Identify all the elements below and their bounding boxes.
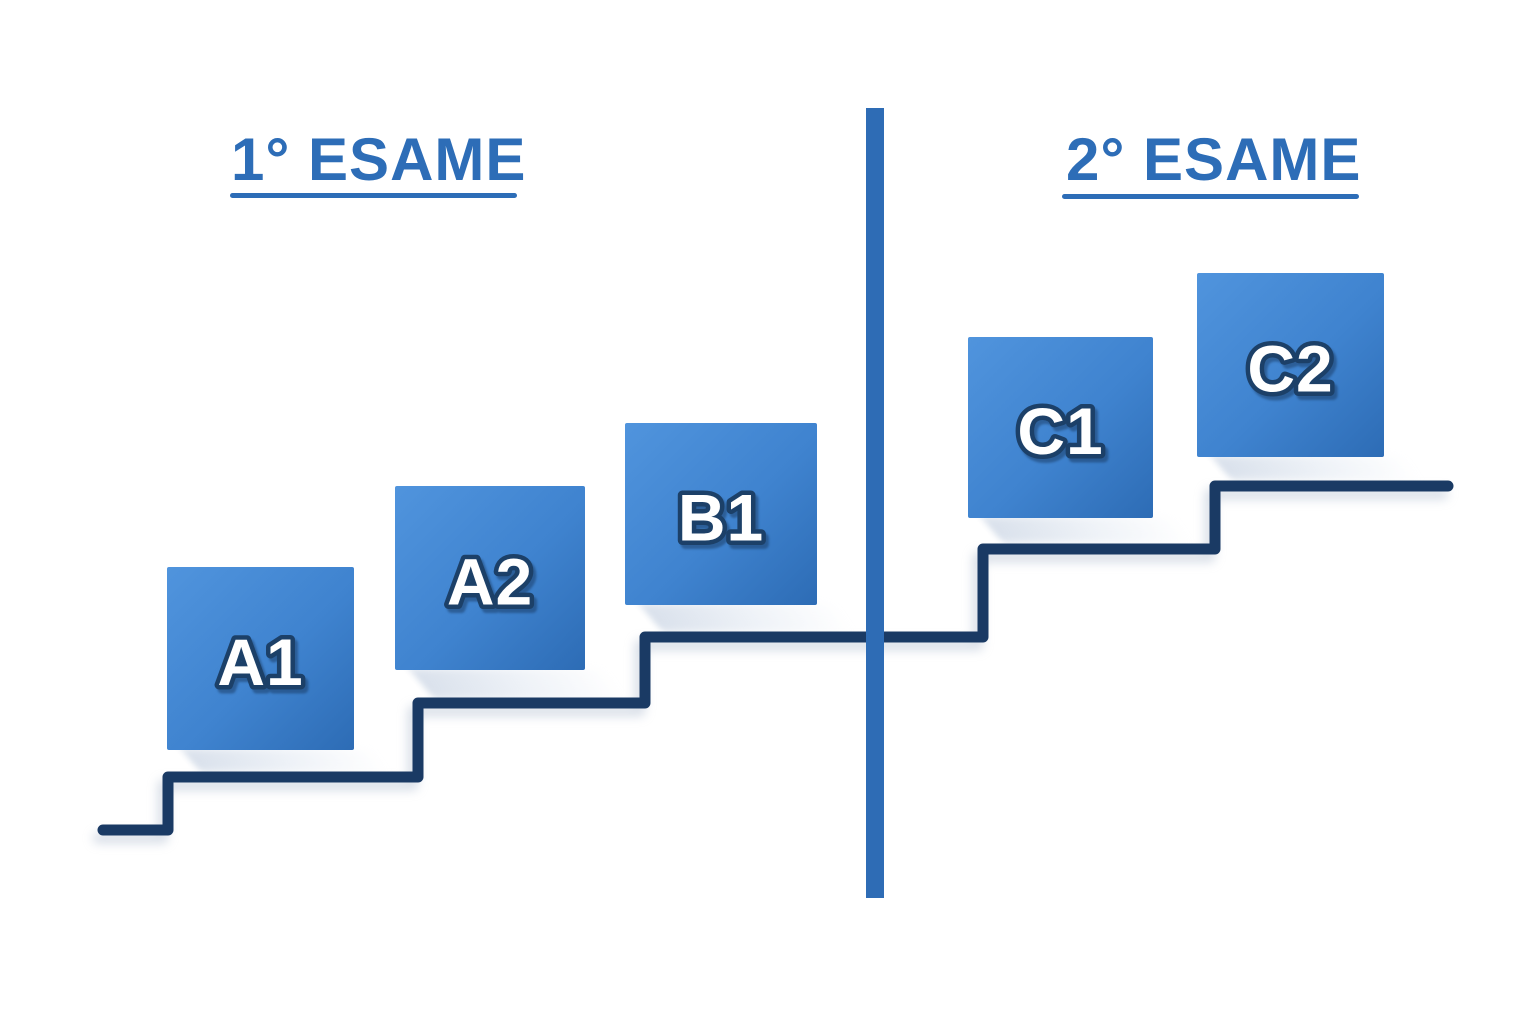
level-box-a2: A2	[395, 486, 585, 670]
level-label-c1: C1	[1013, 390, 1107, 473]
level-label-c2: C2	[1243, 327, 1337, 410]
section-title-first-exam: 1° ESAME	[231, 126, 527, 193]
svg-text:C2: C2	[1247, 332, 1333, 406]
svg-text:A1: A1	[217, 625, 303, 699]
level-box-b1: B1	[625, 423, 817, 605]
level-label-a2: A2	[442, 540, 536, 623]
svg-text:C1: C1	[1017, 394, 1103, 468]
svg-text:B1: B1	[678, 481, 764, 555]
level-box-a1: A1	[167, 567, 354, 750]
level-box-c2: C2	[1197, 273, 1384, 457]
level-label-b1: B1	[673, 476, 767, 559]
svg-text:A2: A2	[447, 545, 533, 619]
level-box-c1: C1	[968, 337, 1153, 518]
title-underline-first-exam	[230, 193, 517, 198]
section-divider	[866, 108, 884, 898]
section-title-second-exam: 2° ESAME	[1066, 126, 1362, 193]
title-underline-second-exam	[1062, 194, 1359, 199]
level-label-a1: A1	[213, 621, 307, 704]
